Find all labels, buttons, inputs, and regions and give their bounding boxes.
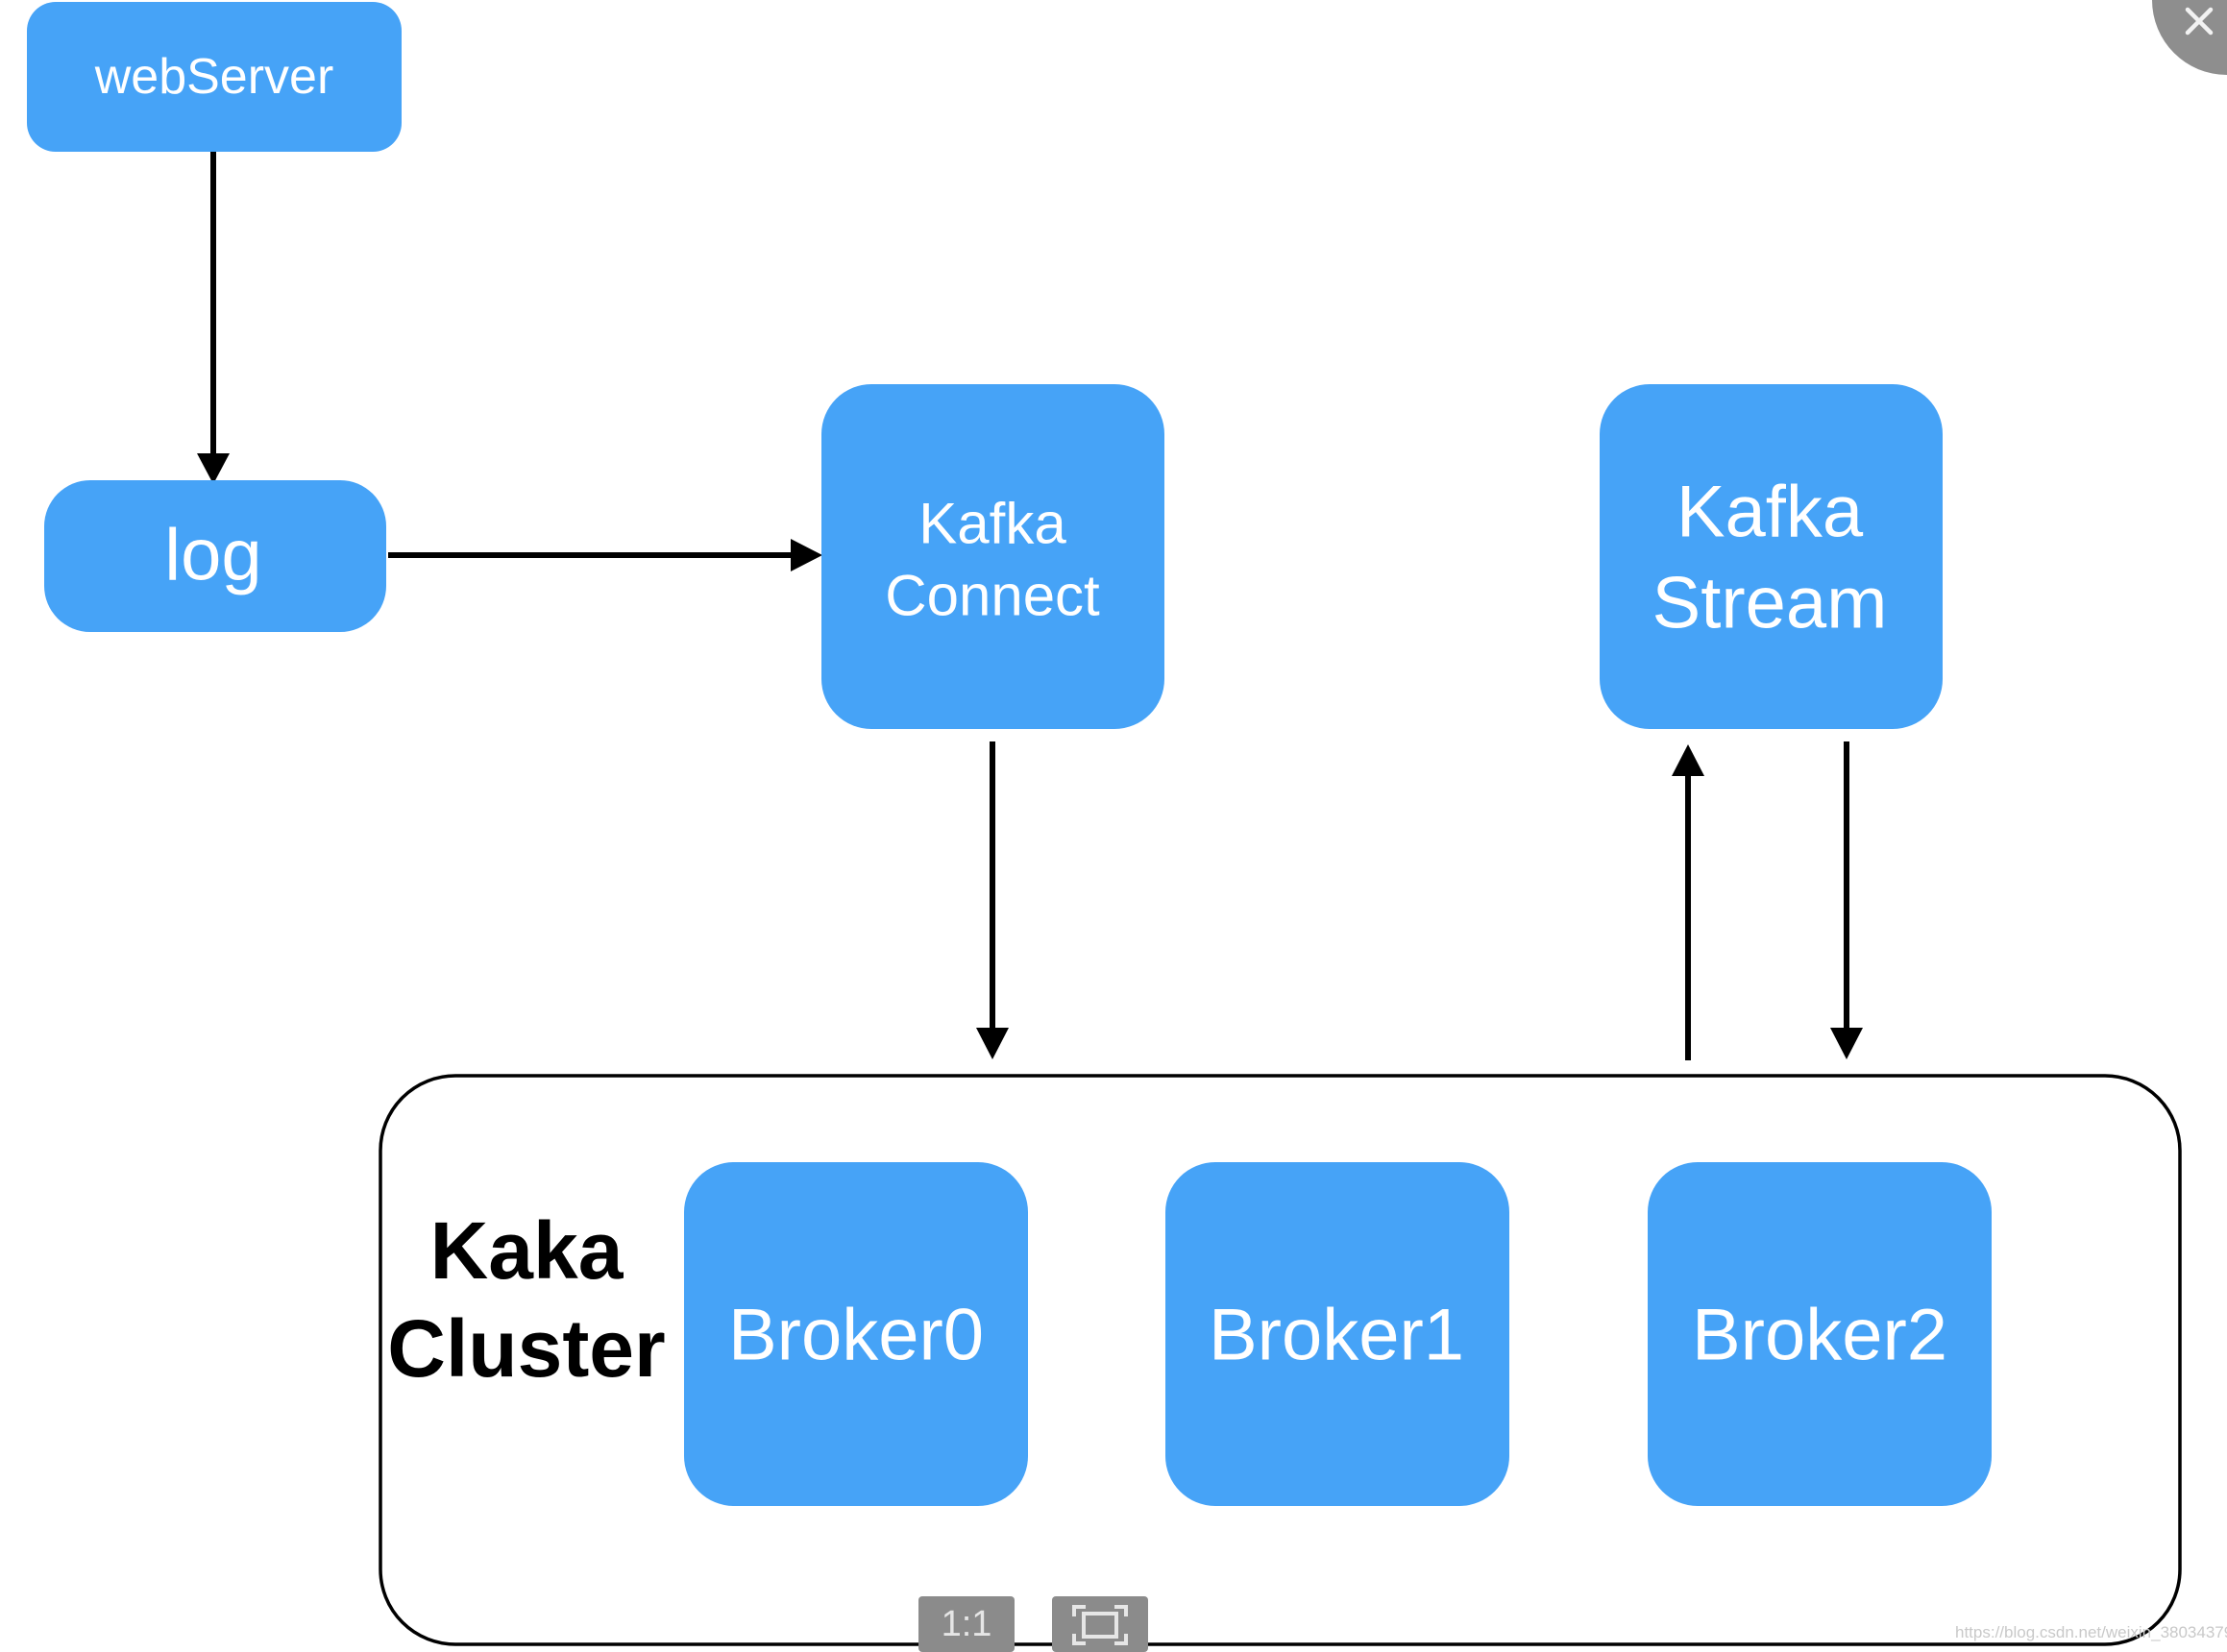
node-log-label: log — [164, 515, 261, 596]
fit-screen-icon[interactable] — [1072, 1605, 1128, 1645]
cluster-label-line2: Cluster — [387, 1303, 665, 1394]
node-kafka-connect: Kafka Connect — [821, 384, 1164, 729]
node-broker0: Broker0 — [684, 1162, 1028, 1506]
node-log: log — [44, 480, 386, 632]
kafka-cluster-frame — [379, 1074, 2182, 1646]
node-broker1: Broker1 — [1165, 1162, 1509, 1506]
node-broker2-label: Broker2 — [1692, 1295, 1947, 1376]
arrowhead-log-to-kafka-connect — [791, 539, 822, 571]
arrowhead-kafka-stream-to-cluster — [1830, 1028, 1863, 1059]
node-broker1-box — [1165, 1162, 1509, 1506]
watermark-text: https://blog.csdn.net/weixin_38034379 — [1955, 1623, 2227, 1641]
close-icon[interactable] — [2185, 7, 2214, 36]
node-kafka-connect-box — [821, 384, 1164, 729]
arrowhead-kafka-connect-to-cluster — [976, 1028, 1009, 1059]
node-broker0-label: Broker0 — [728, 1295, 984, 1376]
node-broker2-box — [1648, 1162, 1992, 1506]
node-kafka-stream-label-line1: Kafka — [1676, 472, 1864, 553]
node-kafka-stream-box — [1600, 384, 1943, 729]
close-button-circle[interactable] — [2152, 0, 2227, 75]
node-kafka-stream: Kafka Stream — [1600, 384, 1943, 729]
node-broker1-label: Broker1 — [1209, 1295, 1464, 1376]
close-button[interactable] — [2152, 0, 2227, 75]
node-kafka-connect-label-line1: Kafka — [918, 492, 1066, 556]
actual-size-button-bg[interactable] — [918, 1596, 1015, 1652]
node-webserver: webServer — [27, 2, 402, 152]
arrowhead-cluster-to-kafka-stream — [1672, 744, 1704, 776]
cluster-label-line1: Kaka — [430, 1205, 624, 1296]
actual-size-button-label[interactable]: 1:1 — [942, 1604, 992, 1644]
fit-screen-button-bg[interactable] — [1052, 1596, 1148, 1652]
cluster-label: Kaka Cluster — [387, 1205, 665, 1394]
node-broker2: Broker2 — [1648, 1162, 1992, 1506]
node-kafka-stream-label-line2: Stream — [1652, 563, 1888, 644]
node-broker0-box — [684, 1162, 1028, 1506]
actual-size-button[interactable]: 1:1 — [918, 1596, 1015, 1652]
node-kafka-connect-label-line2: Connect — [885, 564, 1100, 628]
node-log-box — [44, 480, 386, 632]
node-webserver-label: webServer — [94, 49, 334, 105]
fit-screen-button[interactable] — [1052, 1596, 1148, 1652]
arrowhead-webserver-to-log — [197, 453, 230, 484]
edges — [197, 140, 1863, 1060]
node-webserver-box — [27, 2, 402, 152]
